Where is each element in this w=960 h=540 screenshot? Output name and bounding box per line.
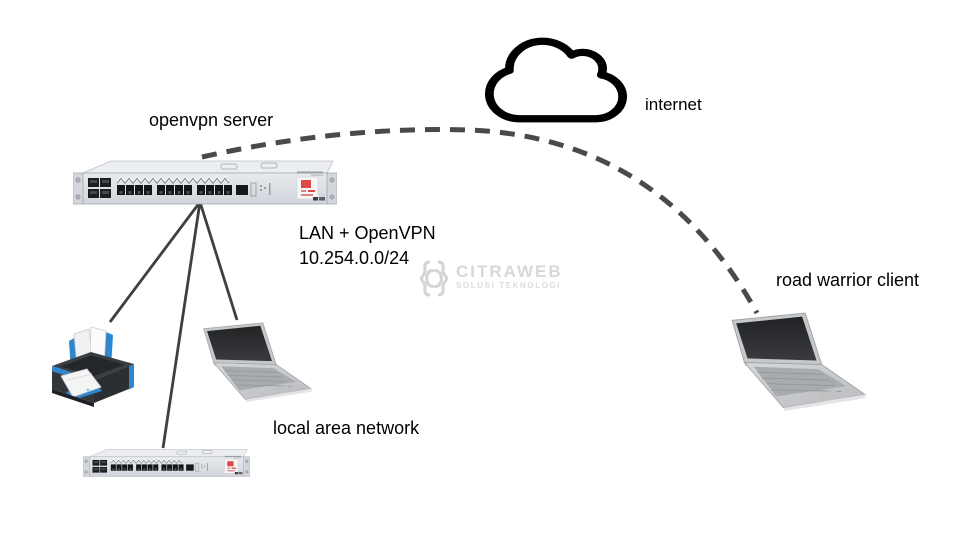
watermark-brand-text: CITRAWEB [456, 262, 563, 281]
internet-label: internet [645, 95, 702, 114]
road-warrior-client-label: road warrior client [776, 270, 920, 290]
lan-link-laptop-line [198, 201, 239, 321]
vpn-tunnel-dashed-line [201, 127, 760, 315]
openvpn-server-label: openvpn server [149, 110, 274, 130]
road-warrior-laptop-icon [730, 312, 866, 411]
printer-icon [46, 316, 138, 412]
citraweb-logo-icon [419, 260, 449, 297]
watermark-tagline-text: SOLUSI TEKNOLOGI [456, 281, 562, 290]
citraweb-watermark: CITRAWEB SOLUSI TEKNOLOGI [418, 260, 563, 297]
lan-openvpn-annotation-line1: LAN + OpenVPN [299, 223, 436, 243]
lan-switch-icon [83, 446, 250, 479]
openvpn-server-router-icon [73, 156, 337, 208]
lan-openvpn-annotation: LAN + OpenVPN 10.254.0.0/24 [299, 221, 436, 271]
internet-cloud-icon [484, 37, 628, 123]
lan-link-switch-line [161, 201, 202, 449]
lan-laptop-icon [202, 322, 312, 402]
lan-openvpn-annotation-line2: 10.254.0.0/24 [299, 248, 410, 268]
lan-link-printer-line [108, 201, 202, 323]
local-area-network-label: local area network [273, 418, 420, 438]
